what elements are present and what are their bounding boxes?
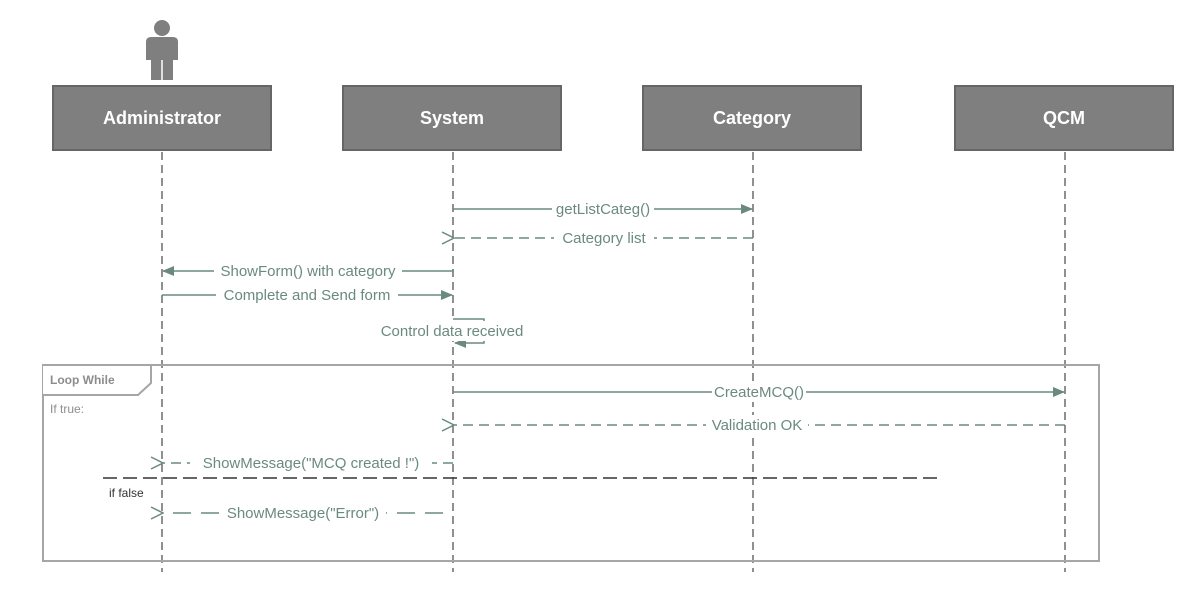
message-validation-ok: Validation OK — [454, 415, 1065, 435]
message-label: ShowMessage("MCQ created !") — [203, 455, 420, 472]
message-label: Control data received — [381, 323, 524, 340]
participant-label: Category — [712, 107, 792, 128]
participant-administrator: Administrator — [52, 85, 272, 151]
actor-icon — [146, 20, 178, 80]
participant-system: System — [342, 85, 562, 151]
message-getlistcateg: getListCateg() — [453, 199, 753, 219]
message-label: Complete and Send form — [224, 287, 391, 304]
message-category-list: Category list — [454, 228, 753, 248]
participant-label: QCM — [1043, 107, 1085, 128]
fragment-title: Loop While — [50, 373, 115, 387]
loop-fragment: Loop While If true: — [42, 364, 1100, 562]
participant-label: Administrator — [102, 107, 221, 128]
message-label: CreateMCQ() — [714, 384, 804, 401]
message-label: ShowForm() with category — [220, 263, 396, 280]
message-showmessage-error: ShowMessage("Error") — [163, 503, 443, 523]
message-label: Category list — [562, 230, 646, 247]
fragment-guard: If true: — [50, 402, 84, 416]
else-divider: if false — [103, 477, 943, 500]
message-showmessage-created: ShowMessage("MCQ created !") — [163, 453, 453, 473]
participant-qcm: QCM — [954, 85, 1174, 151]
message-label: Validation OK — [712, 417, 803, 434]
message-label: ShowMessage("Error") — [227, 505, 379, 522]
message-self-control-data: Control data received — [374, 318, 531, 348]
message-showform: ShowForm() with category — [162, 261, 453, 281]
participant-category: Category — [642, 85, 862, 151]
participant-label: System — [419, 107, 485, 128]
message-createmcq: CreateMCQ() — [453, 382, 1065, 402]
message-complete-send-form: Complete and Send form — [162, 285, 453, 305]
else-label: if false — [109, 486, 144, 500]
message-label: getListCateg() — [556, 201, 650, 218]
